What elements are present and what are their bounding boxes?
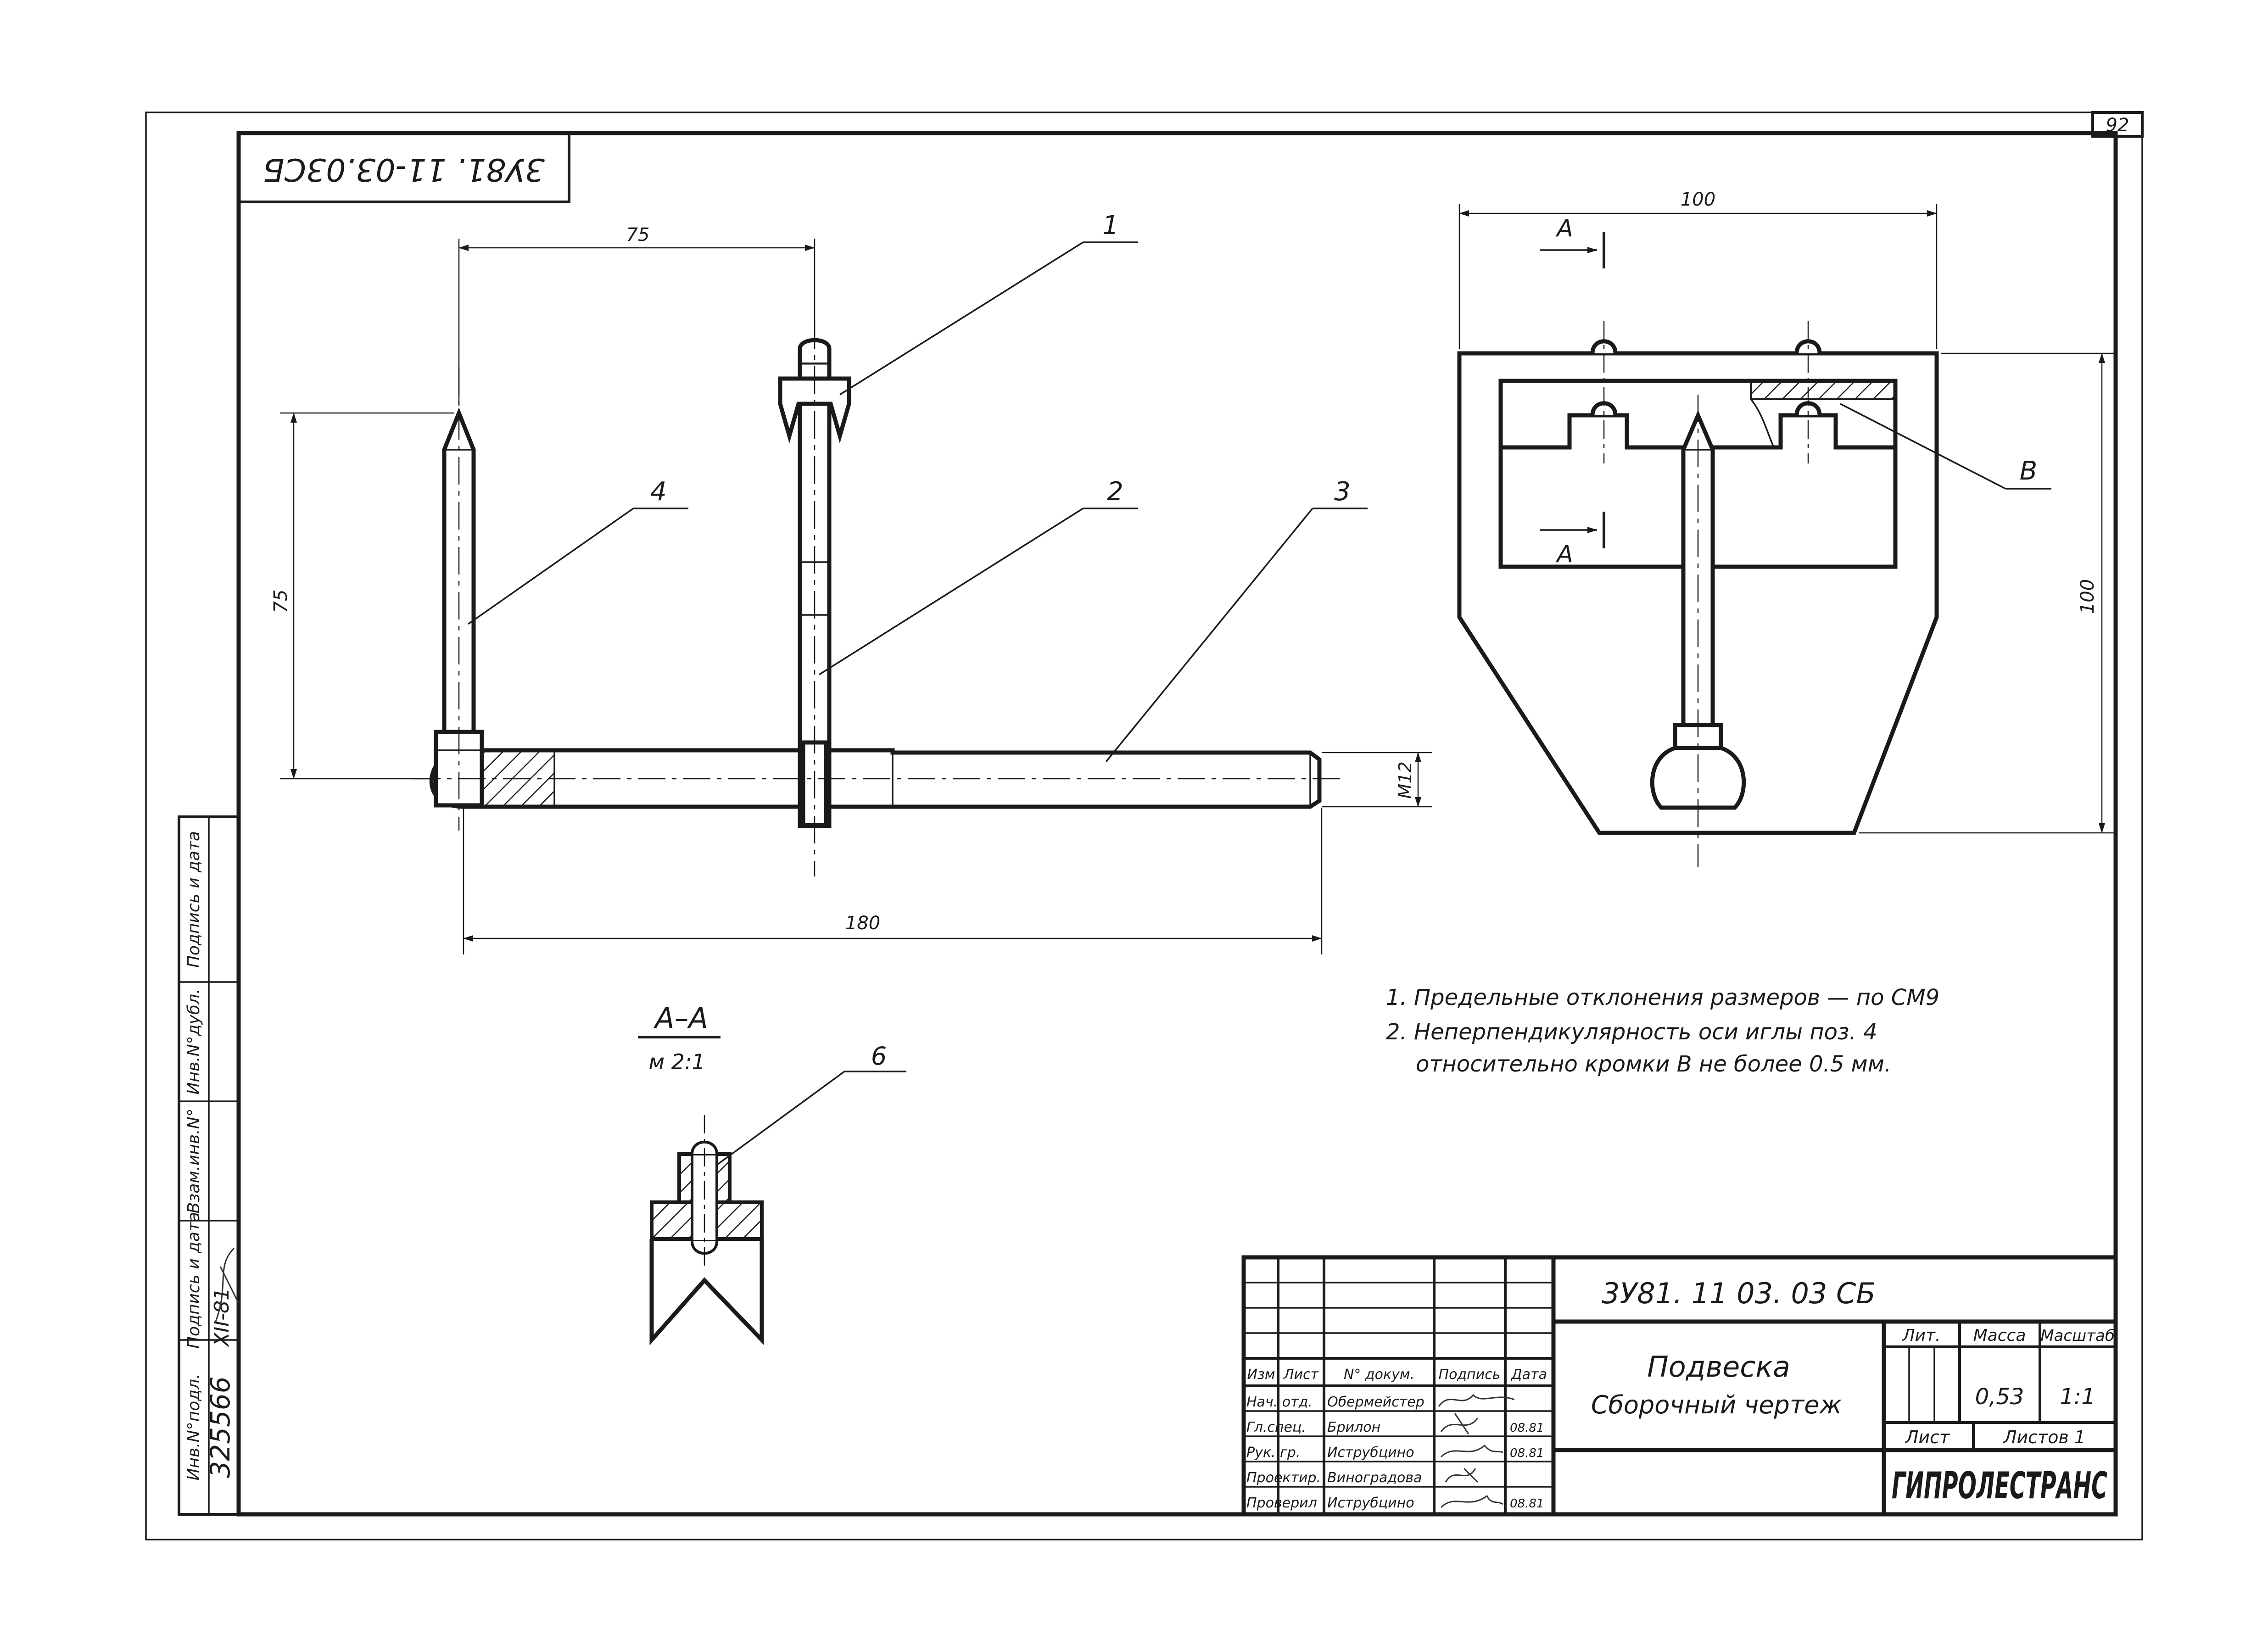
callout-2: 2 xyxy=(1107,477,1123,507)
col-list: Лист xyxy=(1283,1367,1319,1383)
side-view xyxy=(1457,321,1939,867)
date-2: 08.81 xyxy=(1510,1446,1544,1460)
section-marker-top: A xyxy=(1555,215,1573,242)
side-label-inv-dubl: Инв.N°дубл. xyxy=(184,989,203,1095)
sheets-label: Листов 1 xyxy=(2003,1427,2085,1447)
role-2: Рук. гр. xyxy=(1246,1445,1300,1461)
callout-3: 3 xyxy=(1334,477,1351,507)
side-stamp: Инв.N°подл. Подпись и дата Взам.инв.N° И… xyxy=(178,815,240,1516)
role-4: Проверил xyxy=(1246,1495,1317,1511)
mass-label: Масса xyxy=(1973,1326,2026,1345)
name-2: Иструбцино xyxy=(1327,1445,1414,1461)
title-subtitle: Сборочный чертеж xyxy=(1591,1390,1842,1419)
main-view xyxy=(413,321,1345,876)
callout-4: 4 xyxy=(650,477,667,507)
side-label-vzam-inv: Взам.инв.N° xyxy=(184,1108,203,1213)
side-inv-number: 325566 xyxy=(205,1376,236,1478)
note-2-line-2: относительно кромки В не более 0.5 мм. xyxy=(1416,1051,1891,1077)
dim-180: 180 xyxy=(845,913,880,934)
sheet-number: 92 xyxy=(2106,115,2129,136)
role-0: Нач. отд. xyxy=(1246,1394,1313,1410)
dim-100-side: 100 xyxy=(2077,579,2098,614)
doc-code-stamp-box xyxy=(237,132,570,203)
signature-3 xyxy=(1445,1468,1479,1483)
col-doc: N° докум. xyxy=(1344,1367,1414,1383)
doc-code-stamp: 3У81. 11-03.03СБ xyxy=(263,151,545,187)
col-izm: Изм xyxy=(1247,1367,1275,1383)
note-1: 1. Предельные отклонения размеров — по С… xyxy=(1386,985,1939,1010)
title-name: Подвеска xyxy=(1647,1350,1790,1384)
name-1: Брилон xyxy=(1327,1419,1380,1435)
company-name: ГИПРОЛЕСТРАНС xyxy=(1892,1464,2107,1507)
side-label-sign-date-2: Подпись и дата xyxy=(184,831,203,968)
role-1: Гл.спец. xyxy=(1246,1419,1306,1435)
role-3: Проектир. xyxy=(1246,1470,1321,1486)
signature-0 xyxy=(1438,1394,1515,1407)
title-block: Изм Лист N° докум. Подпись Дата Нач. отд… xyxy=(1241,1255,2118,1517)
dim-m12: M12 xyxy=(1395,761,1415,798)
notes: 1. Предельные отклонения размеров — по С… xyxy=(1386,985,1939,1077)
signature-4 xyxy=(1440,1495,1503,1508)
dim-75-side: 75 xyxy=(270,590,291,613)
lit-label: Лит. xyxy=(1902,1326,1941,1345)
col-date: Дата xyxy=(1510,1367,1547,1383)
title-doc-code: 3У81. 11 03. 03 СБ xyxy=(1602,1277,1876,1310)
name-0: Обермейстер xyxy=(1327,1394,1424,1410)
section-title: A–A xyxy=(653,1001,708,1035)
callout-b: B xyxy=(2020,456,2037,486)
scale-value: 1:1 xyxy=(2060,1384,2095,1410)
side-label-inv-podl: Инв.N°подл. xyxy=(184,1374,203,1481)
scale-label: Масштаб xyxy=(2040,1327,2115,1345)
section-scale: м 2:1 xyxy=(648,1049,705,1074)
side-dimensions: 100 100 A A B xyxy=(1458,189,2116,834)
main-dimensions: 75 75 180 M12 xyxy=(270,224,1432,954)
side-signature xyxy=(215,1247,240,1322)
sheet-number-box xyxy=(2091,111,2144,138)
name-4: Иструбцино xyxy=(1327,1495,1414,1511)
mass-value: 0,53 xyxy=(1975,1384,2024,1410)
signature-2 xyxy=(1440,1444,1503,1458)
callout-6: 6 xyxy=(871,1042,887,1071)
sheet-label: Лист xyxy=(1905,1427,1950,1447)
name-3: Виноградова xyxy=(1327,1470,1422,1486)
note-2-line-1: 2. Неперпендикулярность оси иглы поз. 4 xyxy=(1386,1019,1877,1045)
section-marker-bottom: A xyxy=(1555,541,1573,568)
callout-1: 1 xyxy=(1102,211,1119,240)
callouts-main: 1 2 3 4 xyxy=(467,211,1368,763)
outer-frame xyxy=(145,112,2143,1540)
side-label-sign-date-1: Подпись и дата xyxy=(184,1212,203,1349)
date-4: 08.81 xyxy=(1510,1497,1544,1511)
date-1: 08.81 xyxy=(1510,1421,1544,1435)
dim-100-top: 100 xyxy=(1681,189,1715,210)
signature-1 xyxy=(1440,1413,1479,1434)
section-a-a: A–A м 2:1 6 xyxy=(638,1001,906,1345)
dim-75-top: 75 xyxy=(626,224,650,246)
col-sign: Подпись xyxy=(1439,1367,1501,1383)
